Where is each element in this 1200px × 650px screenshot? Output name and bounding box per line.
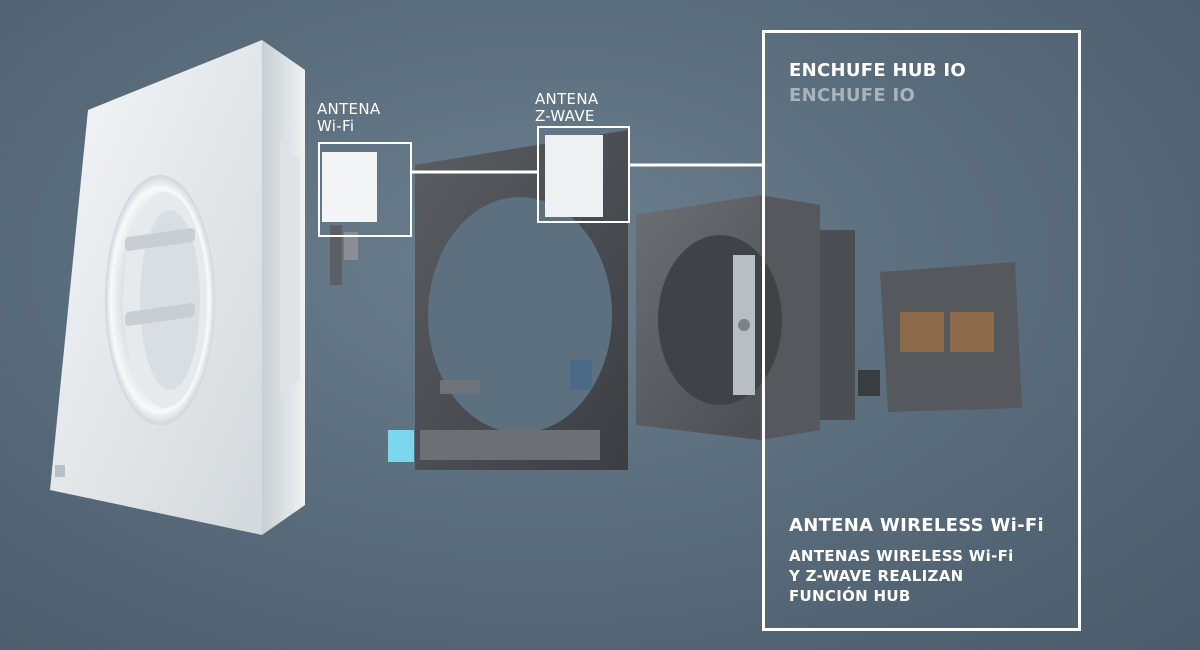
zwave-antenna-callout-box [537, 126, 630, 223]
wifi-antenna-label-line2: Wi-Fi [317, 117, 355, 135]
product-title: ENCHUFE HUB IO [789, 60, 966, 81]
callout-connectors [411, 163, 763, 174]
socket-mechanism [636, 195, 855, 440]
feature-description: ANTENAS WIRELESS Wi-Fi Y Z-WAVE REALIZAN… [789, 546, 1049, 606]
feature-line-2: Y Z-WAVE REALIZAN [789, 567, 964, 585]
zwave-antenna-label-line1: ANTENA [535, 90, 599, 108]
wifi-antenna-module [322, 152, 377, 285]
wifi-antenna-callout-box [318, 142, 412, 237]
feature-title: ANTENA WIRELESS Wi-Fi [789, 515, 1044, 536]
zwave-antenna-label-line2: Z-WAVE [535, 107, 595, 125]
feature-line-3: FUNCIÓN HUB [789, 587, 911, 605]
product-subtitle: ENCHUFE IO [789, 85, 916, 106]
wifi-antenna-label-line1: ANTENA [317, 100, 381, 118]
wifi-antenna-label: ANTENA Wi-Fi [317, 101, 380, 135]
info-panel-frame [762, 30, 1081, 631]
pcb-frame [388, 130, 628, 470]
feature-line-1: ANTENAS WIRELESS Wi-Fi [789, 547, 1014, 565]
zwave-antenna-label: ANTENA Z-WAVE [535, 91, 598, 125]
rear-electronics-module [858, 262, 1022, 412]
face-plate [50, 40, 305, 535]
